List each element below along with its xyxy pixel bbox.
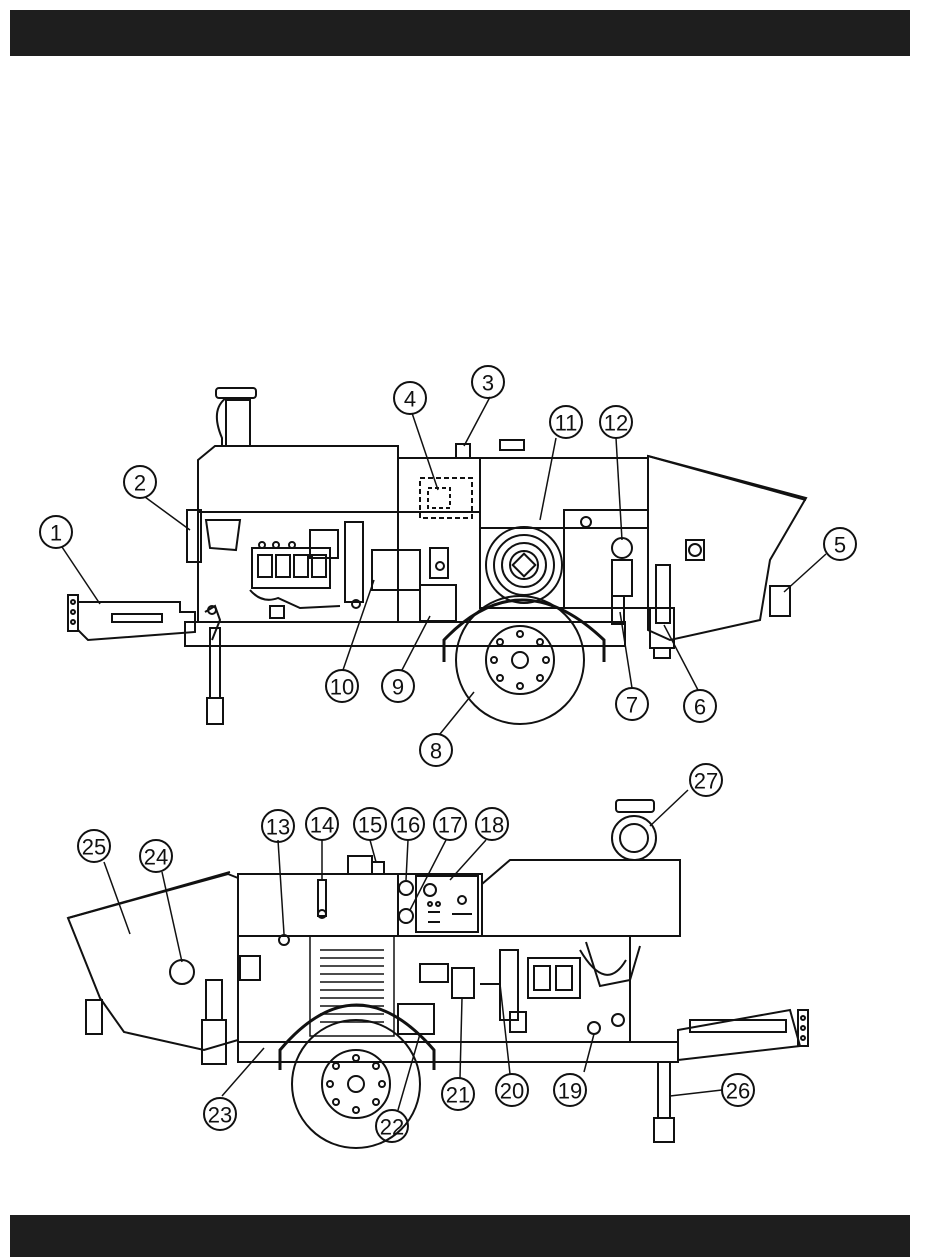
engine-cowl-lower (482, 860, 680, 936)
pressure-gauge (612, 538, 632, 558)
callout-7: 7 (626, 693, 638, 718)
callout-1: 1 (50, 521, 62, 546)
jack-stand (654, 1062, 674, 1142)
engine-cowl (198, 446, 398, 512)
hopper-grate-lower (170, 960, 194, 984)
callout-23: 23 (208, 1103, 232, 1128)
callout-16: 16 (396, 813, 420, 838)
callout-17: 17 (438, 813, 462, 838)
callout-20: 20 (500, 1079, 524, 1104)
callout-4: 4 (404, 387, 416, 412)
callout-10: 10 (330, 675, 354, 700)
lower-view (68, 800, 808, 1148)
callout-26: 26 (726, 1079, 750, 1104)
leader-lines (62, 397, 826, 1110)
valve-block (420, 548, 456, 621)
wheel-upper (444, 596, 604, 724)
callout-24: 24 (144, 845, 168, 870)
callout-2: 2 (134, 471, 146, 496)
callout-18: 18 (480, 813, 504, 838)
callout-6: 6 (694, 695, 706, 720)
callout-8: 8 (430, 739, 442, 764)
callout-9: 9 (392, 675, 404, 700)
chassis-frame-upper (185, 622, 625, 646)
upper-view (68, 388, 806, 724)
air-filter-upper (216, 388, 256, 446)
hopper-upper (648, 456, 806, 640)
air-filter-lower (612, 800, 656, 860)
callout-3: 3 (482, 371, 494, 396)
callout-11: 11 (555, 411, 578, 436)
callout-22: 22 (380, 1115, 404, 1140)
wheel-lower (280, 1005, 434, 1148)
callout-15: 15 (358, 813, 382, 838)
radiator-fan (486, 527, 562, 603)
callout-19: 19 (558, 1079, 582, 1104)
engine-block-upper (206, 520, 363, 618)
engine-block-lower (510, 942, 640, 1034)
callout-13: 13 (266, 815, 290, 840)
callout-5: 5 (834, 533, 846, 558)
callout-12: 12 (604, 411, 628, 436)
callout-21: 21 (446, 1083, 470, 1108)
callout-circles (40, 366, 856, 1142)
callout-numbers: 1 2 3 4 5 6 7 8 9 10 11 12 13 14 15 16 1… (50, 371, 846, 1140)
hopper-lower (68, 872, 238, 1064)
outlet-foot (650, 565, 674, 658)
tow-hitch-lower (678, 1010, 808, 1060)
callout-27: 27 (694, 769, 718, 794)
support-leg-upper (205, 606, 223, 724)
callout-25: 25 (82, 835, 106, 860)
tow-hitch-upper (68, 595, 195, 640)
callout-14: 14 (310, 813, 334, 838)
control-panel (416, 876, 478, 932)
hydraulic-pump (372, 550, 420, 590)
